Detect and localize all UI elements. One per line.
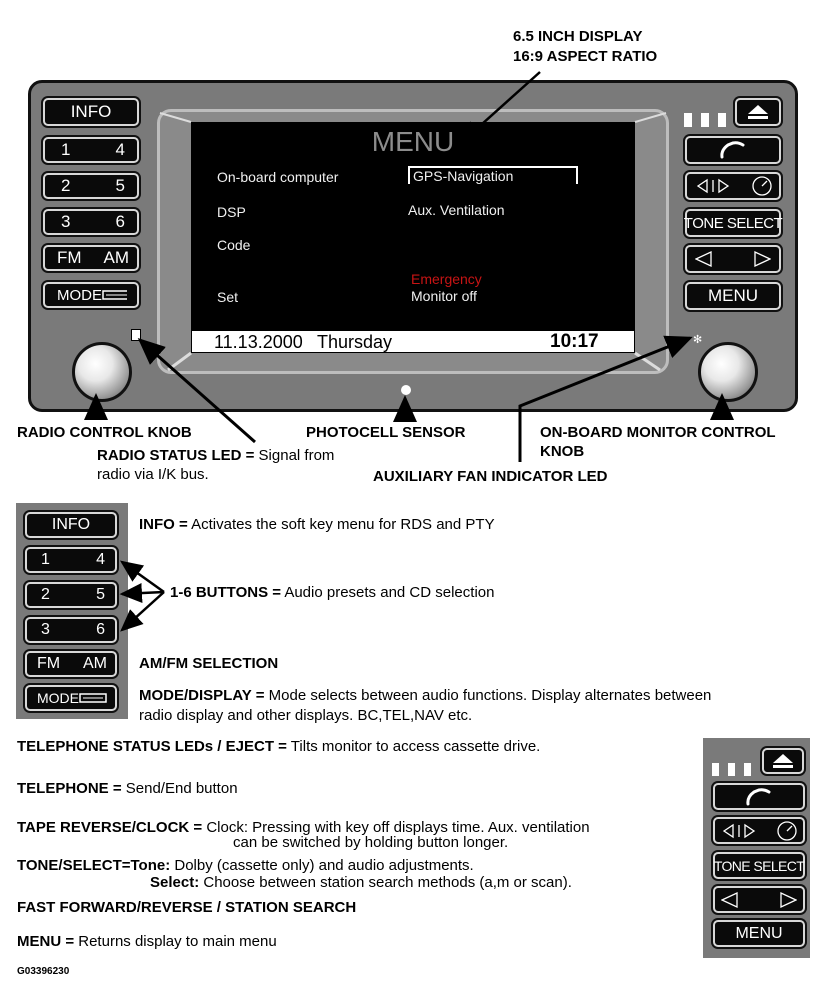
radio-control-knob[interactable]: [72, 342, 132, 402]
aux-fan-led-label: AUXILIARY FAN INDICATOR LED: [373, 468, 608, 485]
telephone-status-led-1: [684, 113, 692, 127]
detail-tone-select-button[interactable]: TONE SELECT: [713, 852, 805, 879]
tape-clock-description: TAPE REVERSE/CLOCK = Clock: Pressing wit…: [17, 819, 590, 836]
figure-code: G03396230: [17, 966, 70, 977]
photocell-sensor: [401, 385, 411, 395]
forward-arrow-icon: [754, 251, 771, 267]
mode-description-line2: radio display and other displays. BC,TEL…: [139, 707, 473, 724]
telephone-status-led-2: [701, 113, 709, 127]
tape-reverse-clock-button[interactable]: [685, 172, 781, 200]
mode-button[interactable]: MODE: [43, 282, 139, 308]
day-text: Thursday: [317, 332, 393, 352]
photocell-sensor-label: PHOTOCELL SENSOR: [306, 424, 466, 441]
detail-eject-icon: [773, 754, 793, 768]
telephone-handset-icon: [720, 141, 745, 159]
telephone-leds-eject-description: TELEPHONE STATUS LEDs / EJECT = Tilts mo…: [17, 738, 541, 755]
detail-tape-reverse-clock-button[interactable]: [713, 817, 805, 844]
tone-select-button[interactable]: TONE SELECT: [684, 209, 783, 237]
fast-forward-reverse-button[interactable]: [685, 245, 781, 273]
detail-mode-button[interactable]: MODE: [25, 685, 117, 711]
buttons-description: 1-6 BUTTONS = Audio presets and CD selec…: [170, 584, 495, 601]
menu-item-aux-ventilation[interactable]: Aux. Ventilation: [408, 202, 505, 218]
info-button[interactable]: INFO: [43, 98, 139, 126]
monitor-knob-label-line1: ON-BOARD MONITOR CONTROL: [540, 424, 776, 441]
telephone-status-led-3: [718, 113, 726, 127]
clock-icon: [752, 176, 772, 196]
monitor-knob-label-line2: KNOB: [540, 443, 585, 460]
reverse-arrow-icon: [695, 251, 712, 267]
detail-telephone-handset-icon: [746, 787, 771, 805]
detail-fast-forward-reverse-button[interactable]: [713, 886, 805, 913]
radio-control-knob-label: RADIO CONTROL KNOB: [17, 424, 192, 441]
eject-icon: [748, 105, 768, 119]
radio-status-led-desc: radio via I/K bus.: [97, 466, 209, 483]
menu-screen: MENU On-board computer DSP Code Set GPS-…: [191, 122, 635, 332]
menu-item-gps-navigation[interactable]: GPS-Navigation: [408, 166, 578, 184]
aspect-ratio-label: 16:9 ASPECT RATIO: [513, 48, 658, 65]
fast-forward-description: FAST FORWARD/REVERSE / STATION SEARCH: [17, 899, 357, 916]
screen-title: MENU: [371, 126, 455, 157]
info-description: INFO = Activates the soft key menu for R…: [139, 516, 495, 533]
detail-telephone-led-1: [712, 763, 719, 776]
detail-telephone-led-3: [744, 763, 751, 776]
menu-item-monitor-off[interactable]: Monitor off: [411, 288, 477, 304]
time-text: 10:17: [550, 331, 599, 352]
detail-telephone-button[interactable]: [713, 783, 805, 810]
menu-item-emergency[interactable]: Emergency: [411, 271, 482, 287]
detail-clock-icon: [777, 820, 797, 841]
telephone-description: TELEPHONE = Send/End button: [17, 780, 238, 797]
menu-item-code[interactable]: Code: [217, 237, 251, 253]
menu-button[interactable]: MENU: [685, 282, 781, 310]
auxiliary-fan-led: ✻: [693, 334, 703, 346]
detail-tape-reverse-icon: [723, 823, 756, 838]
menu-item-onboard-computer[interactable]: On-board computer: [217, 169, 339, 185]
telephone-button[interactable]: [685, 136, 781, 164]
detail-telephone-led-2: [728, 763, 735, 776]
menu-item-set[interactable]: Set: [217, 289, 239, 305]
detail-forward-arrow-icon: [780, 891, 797, 908]
menu-item-dsp[interactable]: DSP: [217, 204, 246, 220]
mode-description: MODE/DISPLAY = Mode selects between audi…: [139, 687, 712, 704]
date-time-bar: 11.13.2000 Thursday 10:17: [191, 330, 635, 353]
eject-button[interactable]: [735, 98, 781, 126]
detail-menu-button[interactable]: MENU: [713, 920, 805, 947]
select-description: Select: Choose between station search me…: [150, 874, 572, 891]
amfm-description: AM/FM SELECTION: [139, 655, 279, 672]
tape-reverse-icon: [697, 178, 730, 194]
radio-status-led: [131, 329, 141, 341]
cassette-icon: [102, 290, 127, 300]
detail-cassette-icon: [79, 693, 107, 703]
menu-description: MENU = Returns display to main menu: [17, 933, 277, 950]
radio-status-led-label: RADIO STATUS LED = Signal from: [97, 447, 335, 464]
detail-reverse-arrow-icon: [721, 891, 738, 908]
display-size-label: 6.5 INCH DISPLAY: [513, 28, 643, 45]
tone-description: TONE/SELECT=Tone: Dolby (cassette only) …: [17, 857, 474, 874]
detail-eject-button[interactable]: [762, 748, 804, 774]
left-button-detail-panel: [16, 503, 128, 719]
tape-clock-description-line2: can be switched by holding button longer…: [233, 834, 509, 851]
date-text: 11.13.2000: [214, 332, 303, 352]
detail-info-button[interactable]: INFO: [25, 512, 117, 538]
